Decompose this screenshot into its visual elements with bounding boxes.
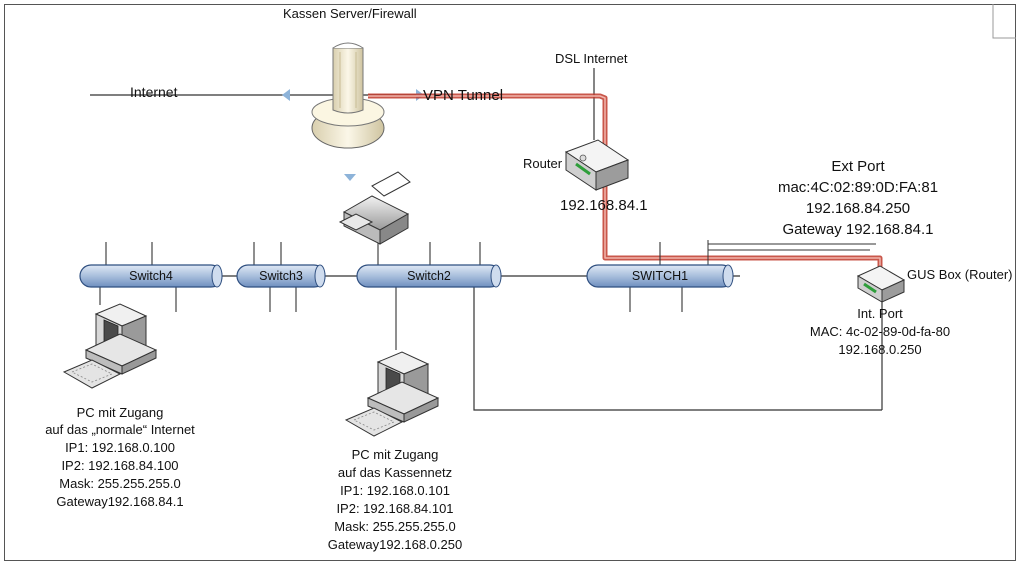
pc-center-gateway: Gateway192.168.0.250 xyxy=(327,537,463,552)
arrow-down-icon xyxy=(344,174,356,181)
corner-mark xyxy=(992,4,1016,39)
ext-port-mac: mac:4C:02:89:0D:FA:81 xyxy=(777,179,939,196)
server-firewall-icon xyxy=(311,42,385,149)
pc-left-gateway: Gateway192.168.84.1 xyxy=(56,494,184,509)
pc-left-line1: PC mit Zugang xyxy=(76,405,164,420)
pc-left-ip1: IP1: 192.168.0.100 xyxy=(65,440,175,455)
gus-box-router-icon xyxy=(856,265,906,303)
diagram-frame xyxy=(4,4,1016,561)
gus-box-label: GUS Box (Router) xyxy=(907,267,1013,282)
switch4-label: Switch4 xyxy=(129,269,173,283)
switch1 xyxy=(586,264,734,288)
int-port-mac: MAC: 4c-02-89-0d-fa-80 xyxy=(809,324,951,339)
switch4 xyxy=(79,264,223,288)
switch3-label: Switch3 xyxy=(259,269,303,283)
int-port-label: Int. Port xyxy=(857,306,903,321)
ext-port-title: Ext Port xyxy=(831,158,885,175)
pc-center-line2: auf das Kassennetz xyxy=(337,465,453,480)
switch1-label: SWITCH1 xyxy=(631,269,689,283)
internet-label: Internet xyxy=(130,84,178,100)
internal-lan-line xyxy=(473,276,882,411)
switch2-label: Switch2 xyxy=(407,269,451,283)
switch3 xyxy=(236,264,326,288)
switch-taps xyxy=(99,226,683,350)
vpn-tunnel-label: VPN Tunnel xyxy=(423,87,504,104)
pc-left-line2: auf das „normale“ Internet xyxy=(45,422,195,437)
pc-center-icon xyxy=(344,351,440,437)
router-ip: 192.168.84.1 xyxy=(560,197,648,214)
pc-center-line1: PC mit Zugang xyxy=(351,447,439,462)
printer-icon xyxy=(338,171,411,245)
router-icon xyxy=(564,139,630,191)
arrow-left-icon xyxy=(282,89,290,101)
server-title: Kassen Server/Firewall xyxy=(283,6,417,21)
pc-center-mask: Mask: 255.255.255.0 xyxy=(334,519,456,534)
dsl-internet-label: DSL Internet xyxy=(555,51,628,66)
ext-port-ip: 192.168.84.250 xyxy=(805,200,911,217)
pc-left-icon xyxy=(62,303,158,389)
int-port-ip: 192.168.0.250 xyxy=(838,342,922,357)
ext-port-gateway: Gateway 192.168.84.1 xyxy=(782,221,934,238)
pc-left-mask: Mask: 255.255.255.0 xyxy=(59,476,181,491)
switch2 xyxy=(356,264,502,288)
router-label: Router xyxy=(523,156,563,171)
pc-left-ip2: IP2: 192.168.84.100 xyxy=(61,458,179,473)
pc-center-ip2: IP2: 192.168.84.101 xyxy=(336,501,454,516)
pc-center-ip1: IP1: 192.168.0.101 xyxy=(340,483,450,498)
